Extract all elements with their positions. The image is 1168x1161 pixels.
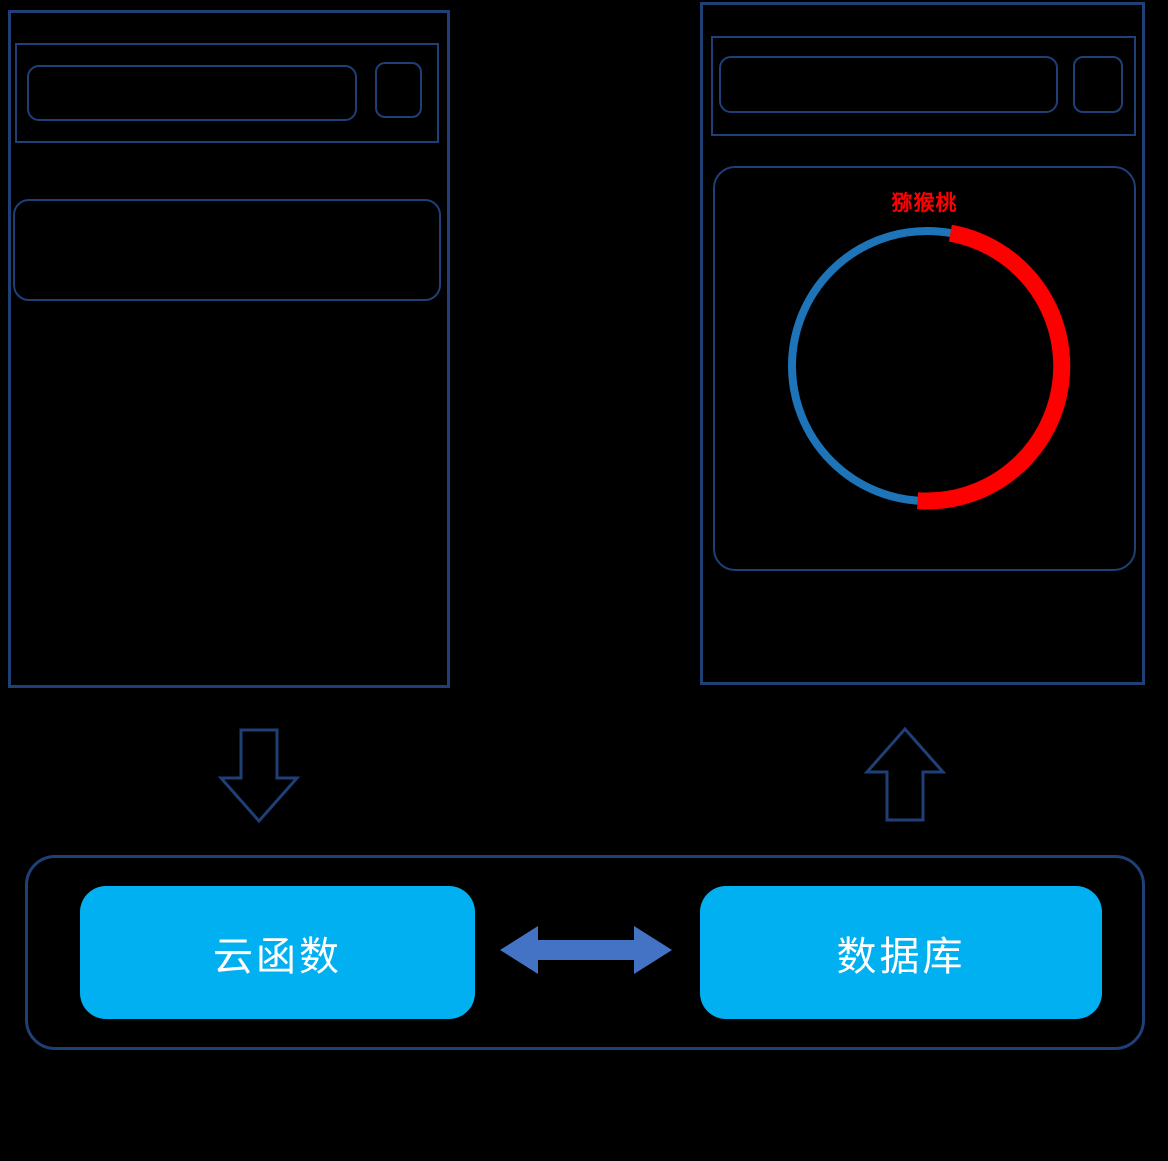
double-arrow-shape	[500, 926, 672, 974]
right-device-header	[711, 36, 1136, 136]
database-label: 数据库	[836, 933, 966, 980]
right-search-bar	[719, 56, 1058, 113]
fruit-label: 猕猴桃	[891, 191, 958, 215]
result-card: 猕猴桃	[713, 166, 1136, 571]
progress-ring	[788, 224, 1071, 510]
right-device-frame: 猕猴桃	[700, 2, 1145, 685]
down-arrow	[217, 728, 301, 824]
left-device-header	[15, 43, 439, 143]
left-device-frame	[8, 10, 450, 688]
left-search-bar	[27, 65, 357, 121]
backend-container: 云函数 数据库	[25, 855, 1145, 1050]
right-capsule-button	[1073, 56, 1123, 113]
database-box: 数据库	[700, 886, 1102, 1019]
double-arrow	[500, 926, 672, 974]
cloud-function-label: 云函数	[213, 933, 342, 980]
left-input-box	[13, 199, 441, 301]
left-capsule-button	[375, 62, 422, 118]
ring-red-arc	[917, 224, 1071, 510]
up-arrow-shape	[863, 726, 947, 822]
down-arrow-shape	[217, 728, 301, 824]
cloud-function-box: 云函数	[80, 886, 475, 1019]
up-arrow	[863, 726, 947, 822]
